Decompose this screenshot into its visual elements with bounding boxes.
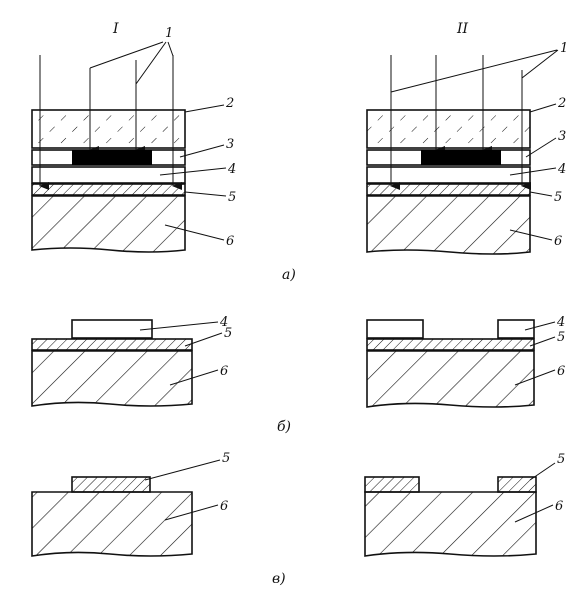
callout-6-v-I: 6: [220, 499, 228, 514]
stage-v-column-II: 5 6: [364, 452, 565, 557]
callout-4-b-I: 4: [219, 315, 228, 330]
photoresist-island: [71, 319, 153, 339]
stage-label-b: б): [277, 419, 291, 435]
photoresist-island-right: [497, 319, 535, 339]
substrate: [365, 492, 536, 556]
callout-6-b-II: 6: [557, 364, 565, 379]
callout-3-I: 3: [226, 137, 234, 152]
film-layer: [32, 184, 185, 195]
substrate: [367, 351, 534, 407]
stage-a-column-II: 1 2 3 4 5 6: [366, 41, 568, 255]
callout-1-II: 1: [560, 41, 568, 56]
glass-plate-outline: [366, 109, 531, 149]
substrate-outline: [366, 350, 535, 408]
callout-4-II: 4: [557, 162, 566, 177]
stage-v-column-I: 5 6: [31, 451, 230, 557]
column-label-I: I: [112, 21, 119, 37]
glass-plate: [367, 110, 530, 148]
substrate: [32, 492, 192, 556]
callout-5-b-II: 5: [557, 330, 565, 345]
photoresist-island-left: [366, 319, 424, 339]
substrate: [32, 196, 185, 252]
callout-4-b-II: 4: [556, 315, 565, 330]
substrate-outline: [31, 491, 193, 557]
film-layer: [367, 184, 530, 195]
photoresist-layer: [31, 166, 186, 184]
callout-2-II: 2: [557, 96, 566, 111]
callout-6-II: 6: [554, 234, 562, 249]
stage-label-v: в): [272, 571, 286, 587]
film-layer: [367, 339, 534, 350]
film-layer-outline: [366, 183, 531, 196]
glass-plate-outline: [31, 109, 186, 149]
substrate-outline: [366, 195, 531, 255]
callout-5-b-I: 5: [224, 326, 232, 341]
stage-b-column-I: 4 5 6: [31, 315, 232, 407]
etched-film-island: [72, 477, 150, 492]
film-layer-outline: [31, 338, 193, 351]
stage-label-a: а): [282, 267, 296, 283]
etched-film-island-right: [498, 477, 536, 492]
mask-opaque-area: [421, 150, 501, 165]
film-layer-outline: [31, 183, 186, 196]
substrate-outline: [31, 350, 193, 407]
substrate: [32, 351, 192, 406]
callout-4-I: 4: [227, 162, 236, 177]
stage-b-column-II: 4 5 6: [366, 315, 565, 408]
callout-2-I: 2: [225, 96, 234, 111]
callout-5-I: 5: [228, 190, 236, 205]
photoresist-layer: [366, 166, 531, 184]
substrate-outline: [364, 491, 537, 557]
callout-5-II: 5: [554, 190, 562, 205]
callout-6-v-II: 6: [555, 499, 563, 514]
substrate: [367, 196, 530, 254]
substrate-outline: [31, 195, 186, 253]
column-label-II: II: [456, 21, 469, 37]
callout-6-I: 6: [226, 234, 234, 249]
mask-opaque-area: [72, 150, 152, 165]
glass-plate: [32, 110, 185, 148]
stage-a-column-I: 1 2 3 4 5 6: [31, 26, 236, 253]
callout-5-v-I: 5: [222, 451, 230, 466]
film-layer: [32, 339, 192, 350]
callout-1-I: 1: [165, 26, 173, 41]
etched-film-island-left: [365, 477, 419, 492]
callout-5-v-II: 5: [557, 452, 565, 467]
callout-6-b-I: 6: [220, 364, 228, 379]
callout-3-II: 3: [558, 129, 566, 144]
